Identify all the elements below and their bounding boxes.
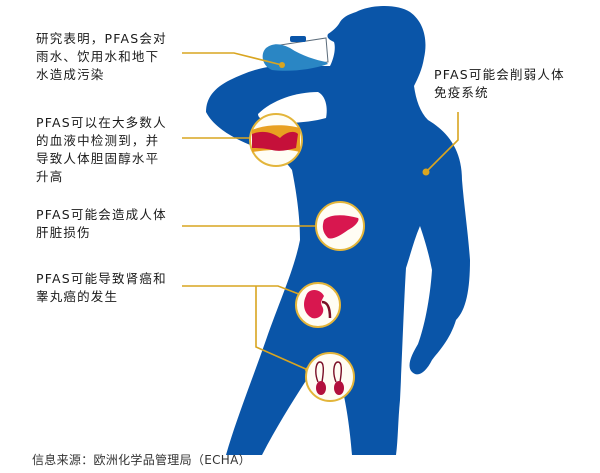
- kidney-icon: [295, 282, 341, 328]
- connector-lines: [182, 52, 459, 371]
- water-bottle-icon: [262, 36, 329, 71]
- liver-icon: [315, 201, 365, 251]
- testis-icon: [305, 352, 355, 402]
- source-citation: 信息来源：欧洲化学品管理局（ECHA）: [32, 453, 251, 467]
- connector-kidney: [182, 285, 305, 297]
- blood-vessel-icon: [249, 113, 303, 167]
- connector-testis: [255, 286, 309, 371]
- callout-water-pollution: 研究表明，PFAS会对 雨水、饮用水和地下 水造成污染: [36, 31, 167, 82]
- callout-kidney-testicular-cancer: PFAS可能导致肾癌和 睾丸癌的发生: [36, 271, 167, 304]
- connector-water: [182, 52, 283, 66]
- callout-liver-damage: PFAS可能会造成人体 肝脏损伤: [36, 207, 167, 240]
- callout-blood-cholesterol: PFAS可以在大多数人 的血液中检测到，并 导致人体胆固醇水平 升高: [36, 115, 167, 184]
- callout-immune-system: PFAS可能会削弱人体 免疫系统: [434, 67, 565, 100]
- connector-immune: [425, 112, 459, 173]
